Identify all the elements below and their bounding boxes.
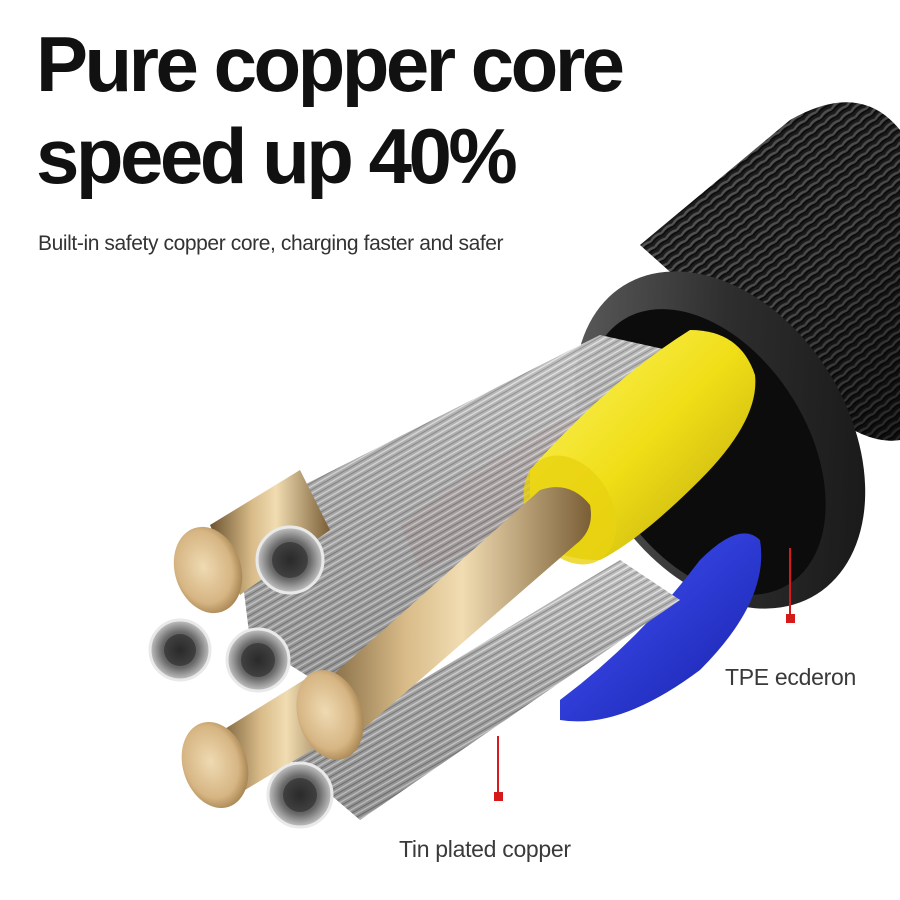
copper-conductor-long [305,487,591,745]
braided-jacket [640,102,900,441]
subtitle: Built-in safety copper core, charging fa… [38,232,504,255]
callout-leader-tpe [786,548,795,623]
tin-strand-bundle-ends [148,525,334,829]
headline-line-1: Pure copper core [36,20,625,108]
callout-leader-tin [494,736,503,801]
blue-insulated-core [560,533,762,722]
callout-tin-label: Tin plated copper [399,836,571,862]
headline-line-2: speed up 40% [36,112,518,200]
headline: Pure copper core speed up 40% [36,18,625,202]
callout-tpe-label: TPE ecderon [725,664,856,690]
copper-conductor-ends [173,470,364,808]
